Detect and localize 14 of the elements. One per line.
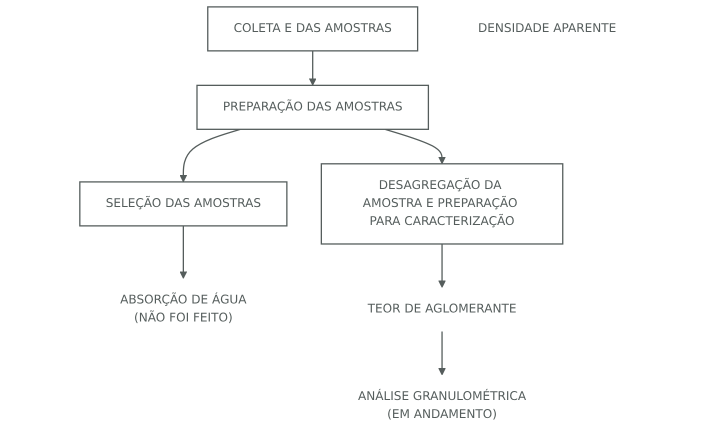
arrow	[438, 332, 446, 376]
node-text: ANÁLISE GRANULOMÉTRICA (EM ANDAMENTO)	[358, 390, 526, 422]
arrow	[385, 128, 446, 164]
node-box: PREPARAÇÃO DAS AMOSTRAS	[196, 84, 430, 130]
arrow	[180, 226, 188, 279]
node-box: COLETA E DAS AMOSTRAS	[207, 6, 418, 52]
arrow	[308, 50, 316, 86]
arrow	[438, 244, 446, 288]
arrow	[180, 128, 240, 182]
node-box: DESAGREGAÇÃO DA AMOSTRA E PREPARAÇÃO PARA CARACTERIZAÇÃO	[320, 163, 564, 245]
node-text: DENSIDADE APARENTE	[478, 22, 616, 36]
node-text: TEOR DE AGLOMERANTE	[368, 302, 516, 316]
node-text: ABSORÇÃO DE ÁGUA (NÃO FOI FEITO)	[120, 293, 247, 326]
node-box: SELEÇÃO DAS AMOSTRAS	[79, 181, 288, 227]
